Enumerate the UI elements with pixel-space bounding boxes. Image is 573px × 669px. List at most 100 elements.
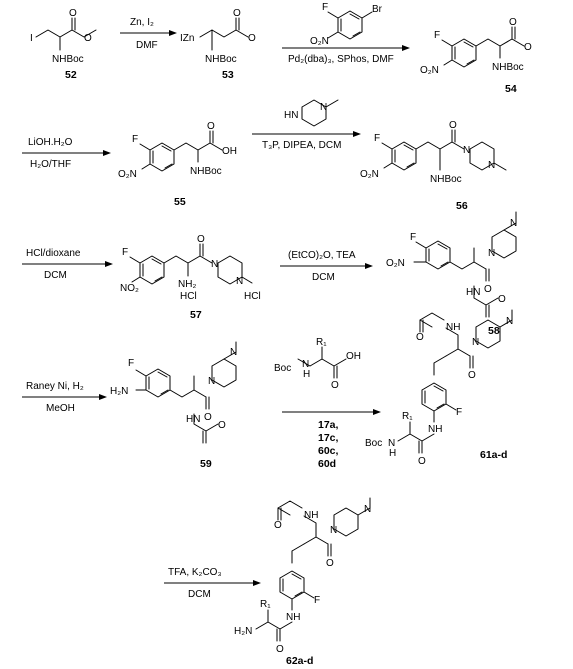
atom-label: Boc: [365, 438, 382, 449]
compound-number: 61a-d: [480, 449, 507, 461]
atom-label: R₁: [260, 599, 271, 610]
atom-label: N: [208, 376, 215, 387]
atom-label: O: [509, 17, 517, 28]
reaction-arrow-8: R₁ Boc N H OH O 17a, 17c, 60c, 60d: [274, 337, 381, 470]
atom-label: O₂N: [420, 65, 439, 76]
reaction-arrow-7: Raney Ni, H₂ MeOH: [22, 381, 107, 414]
atom-label: O₂N: [118, 169, 137, 180]
atom-label: NHBoc: [430, 174, 462, 185]
atom-label: N: [236, 276, 243, 287]
atom-label: N: [472, 337, 479, 348]
atom-label: F: [128, 358, 134, 369]
atom-label: HCl: [244, 291, 261, 302]
atom-label: OH: [222, 146, 237, 157]
atom-label: F: [374, 133, 380, 144]
compound-number: 57: [190, 309, 202, 321]
atom-label: N: [302, 359, 309, 370]
condition-text: DCM: [188, 589, 211, 600]
atom-label: O: [326, 558, 334, 569]
atom-label: O: [276, 644, 284, 655]
atom-label: NH: [304, 510, 318, 521]
compound-ref: 17a,: [318, 419, 339, 431]
atom-label: O: [248, 33, 256, 44]
atom-label: O: [233, 8, 241, 19]
atom-label: NHBoc: [205, 54, 237, 65]
atom-label: I: [30, 33, 33, 44]
reaction-arrow-3: LiOH.H₂O H₂O/THF: [22, 137, 111, 170]
compound-number: 58: [488, 325, 500, 337]
atom-label: NH: [446, 322, 460, 333]
reagent-text: HCl/dioxane: [26, 248, 81, 259]
condition-text: DCM: [44, 270, 67, 281]
condition-text: DCM: [312, 272, 335, 283]
atom-label: N: [488, 248, 495, 259]
compound-ref: 17c,: [318, 432, 339, 444]
atom-label: NHBoc: [190, 166, 222, 177]
atom-label: O: [207, 121, 215, 132]
compound-ref: 60c,: [318, 445, 339, 457]
atom-label: H: [303, 369, 310, 380]
atom-label: O: [468, 370, 476, 381]
atom-label: OH: [346, 351, 361, 362]
atom-label: NHBoc: [492, 62, 524, 73]
atom-label: F: [322, 2, 328, 13]
atom-label: HCl: [180, 291, 197, 302]
atom-label: NH: [286, 612, 300, 623]
atom-label: H₂N: [110, 386, 128, 397]
atom-label: N: [506, 316, 513, 327]
atom-label: N: [388, 438, 395, 449]
condition-text: MeOH: [46, 403, 75, 414]
atom-label: H: [389, 448, 396, 459]
atom-label: N: [463, 145, 470, 156]
compound-ref: 60d: [318, 458, 336, 470]
atom-label: O: [218, 420, 226, 431]
atom-label: N: [510, 218, 517, 229]
compound-number: 59: [200, 458, 212, 470]
reaction-arrow-9: TFA, K₂CO₃ DCM: [164, 567, 261, 600]
atom-label: H₂N: [234, 626, 252, 637]
atom-label: O: [418, 456, 426, 467]
atom-label: HN: [466, 287, 480, 298]
atom-label: O₂N: [386, 258, 405, 269]
atom-label: F: [122, 247, 128, 258]
atom-label: O: [204, 412, 212, 423]
atom-label: O: [449, 120, 457, 131]
compound-53: IZn O O NHBoc 53: [180, 8, 256, 81]
compound-number: 54: [505, 83, 517, 95]
atom-label: O: [524, 42, 532, 53]
condition-text: T₃P, DIPEA, DCM: [262, 140, 341, 151]
reaction-arrow-5: HCl/dioxane DCM: [22, 248, 113, 281]
compound-number: 62a-d: [286, 655, 313, 667]
atom-label: O: [484, 284, 492, 295]
atom-label: O: [197, 234, 205, 245]
compound-61a-d: O NH O N N F NH R₁ O Boc N H 61a-d: [365, 309, 513, 467]
compound-57: F NO₂ O NH₂ HCl N N HCl 57: [120, 234, 261, 321]
atom-label: N: [488, 160, 495, 171]
atom-label: F: [456, 407, 462, 418]
atom-label: O: [498, 294, 506, 305]
atom-label: O₂N: [360, 169, 379, 180]
atom-label: NH: [428, 424, 442, 435]
compound-56: F O₂N O N N NHBoc 56: [360, 120, 507, 212]
reaction-arrow-6: (EtCO)₂O, TEA DCM: [280, 250, 373, 283]
atom-label: Boc: [274, 363, 291, 374]
atom-label: N: [211, 259, 218, 270]
atom-label: NHBoc: [52, 54, 84, 65]
compound-58: F O₂N O N N HN O 58: [386, 211, 517, 337]
atom-label: HN: [284, 110, 298, 121]
atom-label: F: [410, 232, 416, 243]
reagent-text: (EtCO)₂O, TEA: [288, 250, 356, 261]
compound-number: 53: [222, 69, 234, 81]
reagent-text: Raney Ni, H₂: [26, 381, 84, 392]
atom-label: N: [320, 102, 327, 113]
atom-label: N: [330, 525, 337, 536]
condition-text: DMF: [136, 40, 158, 51]
atom-label: O: [274, 520, 282, 531]
compound-number: 52: [65, 69, 77, 81]
atom-label: NH₂: [178, 279, 196, 290]
atom-label: N: [230, 347, 237, 358]
atom-label: O: [69, 8, 77, 19]
atom-label: O: [416, 332, 424, 343]
reaction-arrow-2: F Br O₂N Pd₂(dba)₃, SPhos, DMF: [282, 2, 410, 65]
